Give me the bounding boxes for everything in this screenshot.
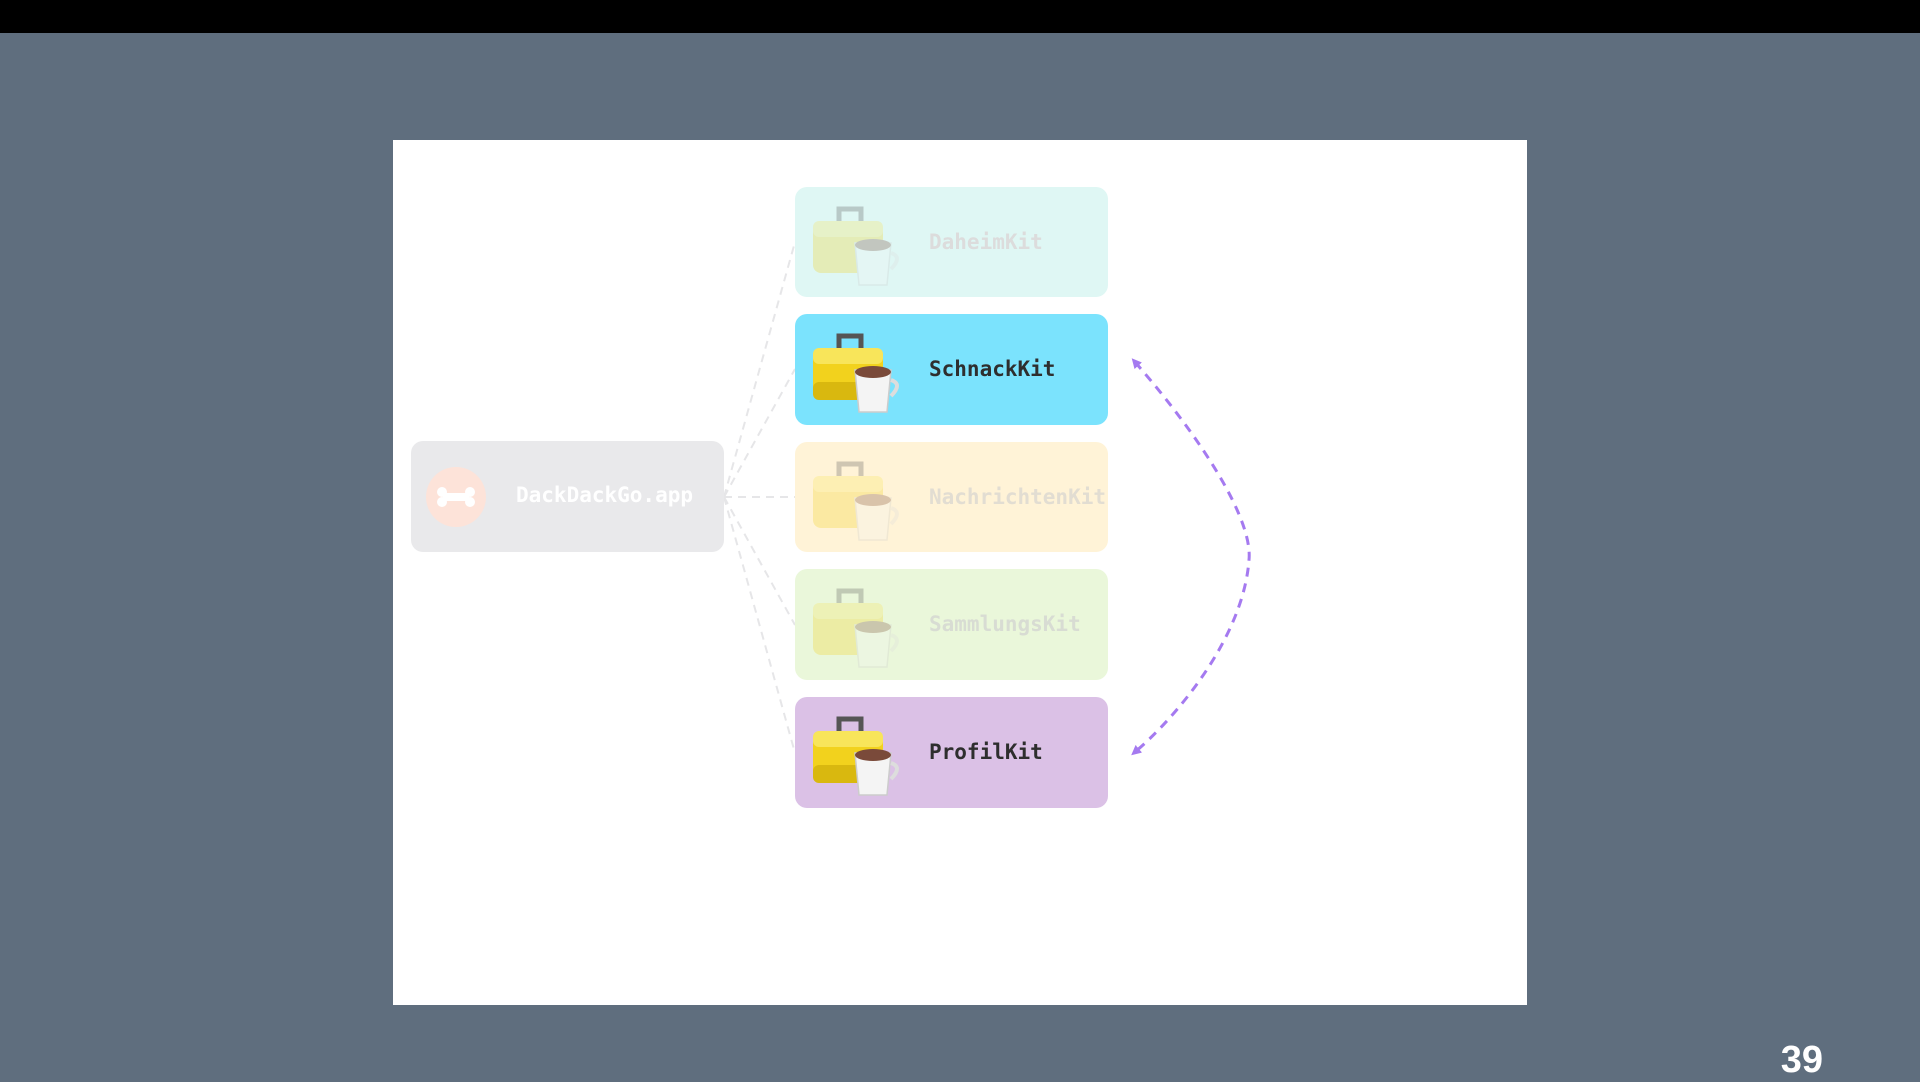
- page-number: 39: [1780, 1039, 1823, 1081]
- toolbox-mug-icon: [813, 461, 899, 541]
- toolbox-mug-icon: [813, 588, 899, 668]
- kit-label: DaheimKit: [929, 230, 1043, 254]
- kit-node-profilkit[interactable]: ProfilKit: [795, 697, 1108, 808]
- kit-node-sammlungskit[interactable]: SammlungsKit: [795, 569, 1108, 680]
- connector-schnackkit: [723, 368, 796, 498]
- connector-layer: [723, 241, 1251, 756]
- kit-label: NachrichtenKit: [929, 485, 1107, 509]
- bone-icon: [426, 467, 486, 527]
- top-bar: [0, 0, 1920, 33]
- connector-daheimkit: [723, 241, 796, 498]
- kit-node-schnackkit[interactable]: SchnackKit: [795, 314, 1108, 425]
- toolbox-mug-icon: [813, 206, 899, 286]
- connector-sammlungskit: [723, 496, 796, 626]
- toolbox-mug-icon: [813, 716, 899, 796]
- connector-profilkit: [723, 496, 796, 754]
- kit-label: ProfilKit: [929, 740, 1043, 764]
- app-label: DackDackGo.app: [516, 483, 694, 507]
- toolbox-mug-icon: [813, 333, 899, 413]
- kit-label: SammlungsKit: [929, 612, 1081, 636]
- kit-label: SchnackKit: [929, 357, 1056, 381]
- dependency-arrow: [1131, 358, 1251, 756]
- slide: DackDackGo.app DaheimKit SchnackKit: [393, 140, 1527, 1005]
- kit-node-nachrichtenkit[interactable]: NachrichtenKit: [795, 442, 1108, 552]
- app-node[interactable]: DackDackGo.app: [411, 441, 724, 552]
- kit-node-daheimkit[interactable]: DaheimKit: [795, 187, 1108, 297]
